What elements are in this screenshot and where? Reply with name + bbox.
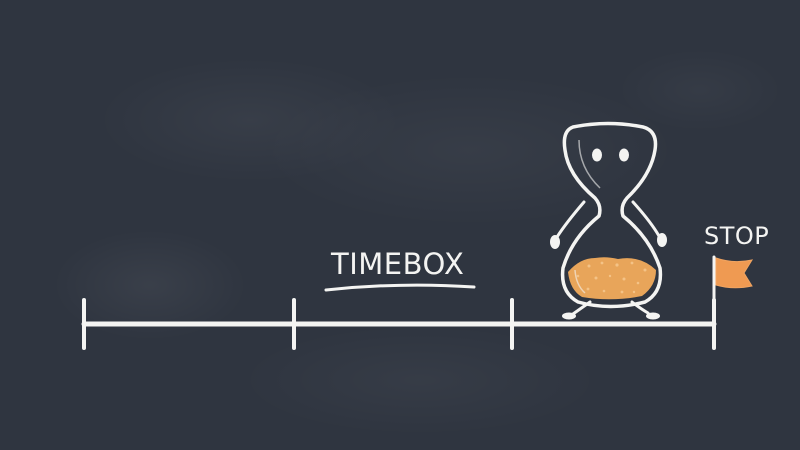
timebox-underline (324, 283, 476, 292)
hourglass-character-icon (550, 121, 667, 320)
flag-icon (712, 255, 754, 326)
stop-label: STOP (704, 222, 770, 250)
timebox-label: TIMEBOX (331, 247, 465, 281)
